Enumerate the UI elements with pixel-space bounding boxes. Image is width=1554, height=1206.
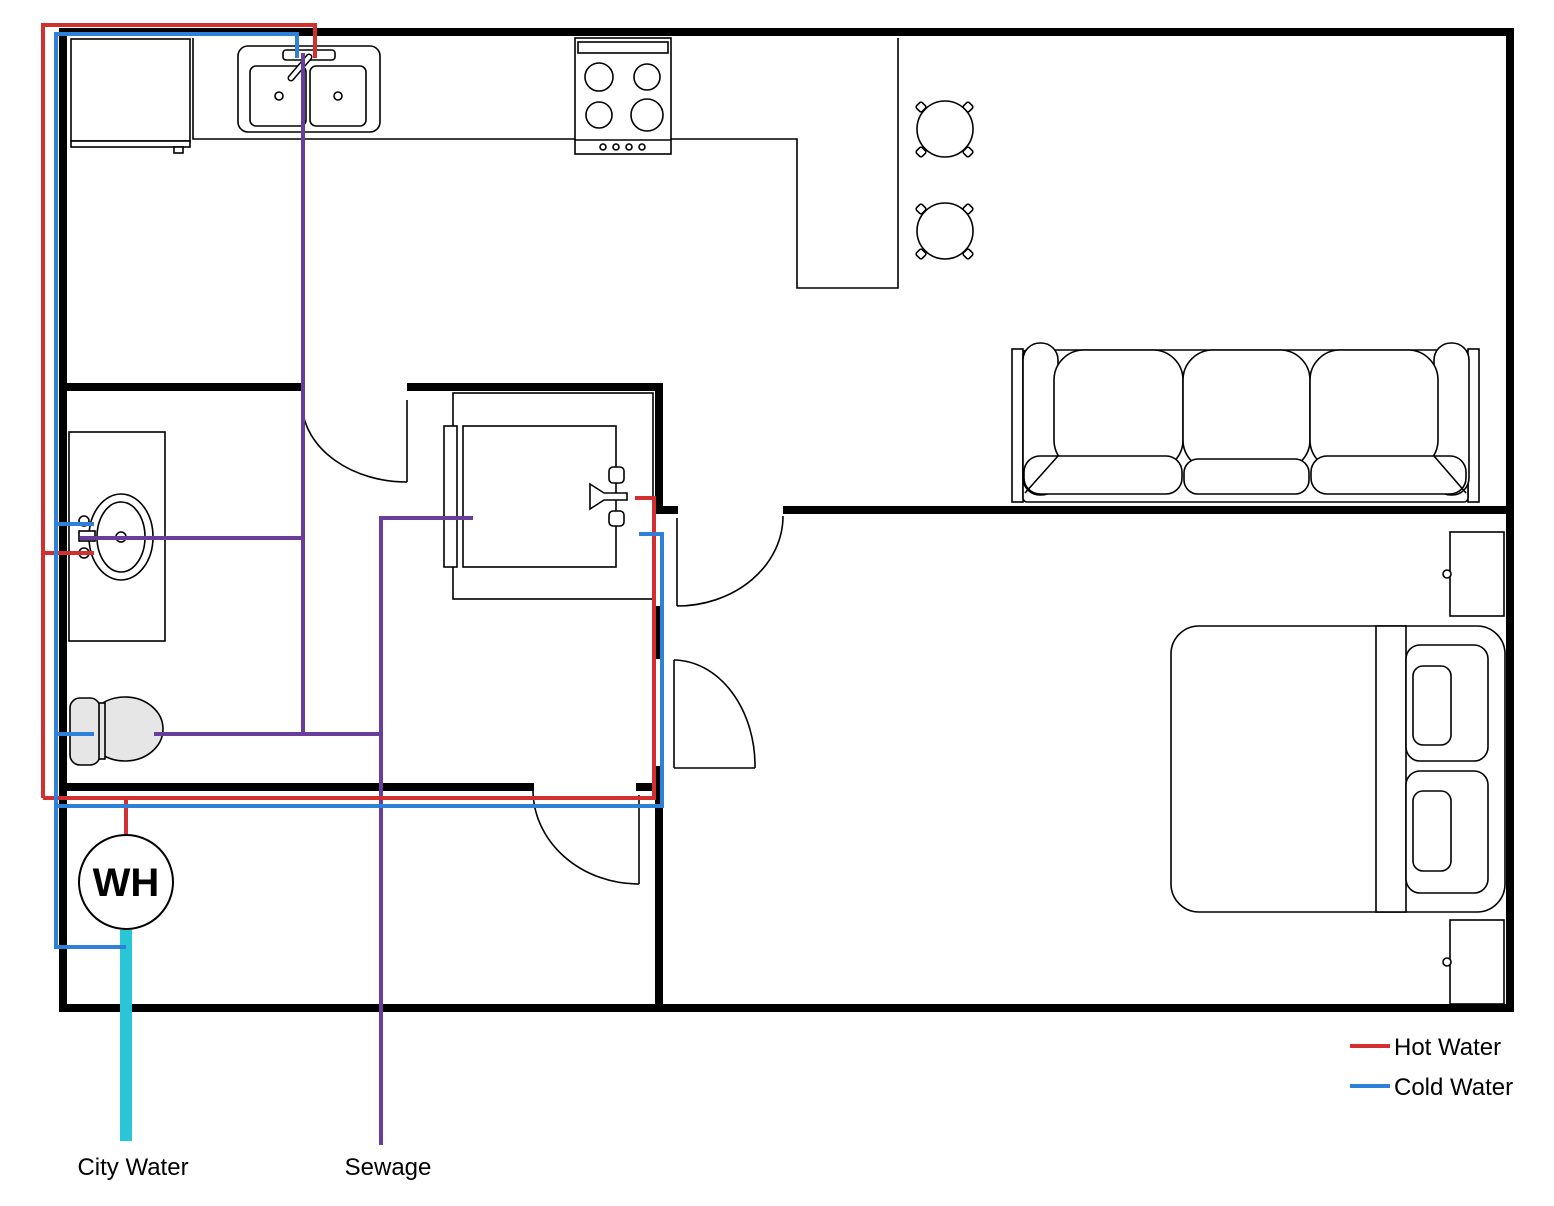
legend-cold-label: Cold Water: [1394, 1074, 1513, 1101]
legend-hot-label: Hot Water: [1394, 1034, 1501, 1061]
stove: [574, 37, 672, 155]
toilet: [69, 696, 164, 766]
kitchen-sink: [237, 45, 381, 133]
cold-water-pipes: [54, 32, 664, 949]
bed: [1170, 625, 1506, 913]
bar-stools: [915, 100, 974, 260]
sewage-label: Sewage: [345, 1154, 432, 1181]
walls: [59, 28, 1514, 1012]
nightstand: [1449, 531, 1505, 617]
sofa: [1011, 342, 1480, 503]
nightstand: [1449, 919, 1505, 1005]
kitchen: [70, 37, 974, 289]
city-water-label: City Water: [77, 1154, 188, 1181]
sewage-pipes: [80, 53, 473, 1145]
bathroom: [68, 392, 654, 766]
bedroom: [1170, 531, 1506, 1005]
refrigerator: [70, 38, 191, 142]
bathtub: [443, 392, 654, 600]
legend: Hot Water Cold Water: [1350, 1034, 1513, 1101]
water-heater: WH: [78, 834, 174, 930]
water-heater-label: WH: [93, 861, 160, 905]
pipes: [41, 23, 664, 1145]
doors: [301, 400, 784, 885]
